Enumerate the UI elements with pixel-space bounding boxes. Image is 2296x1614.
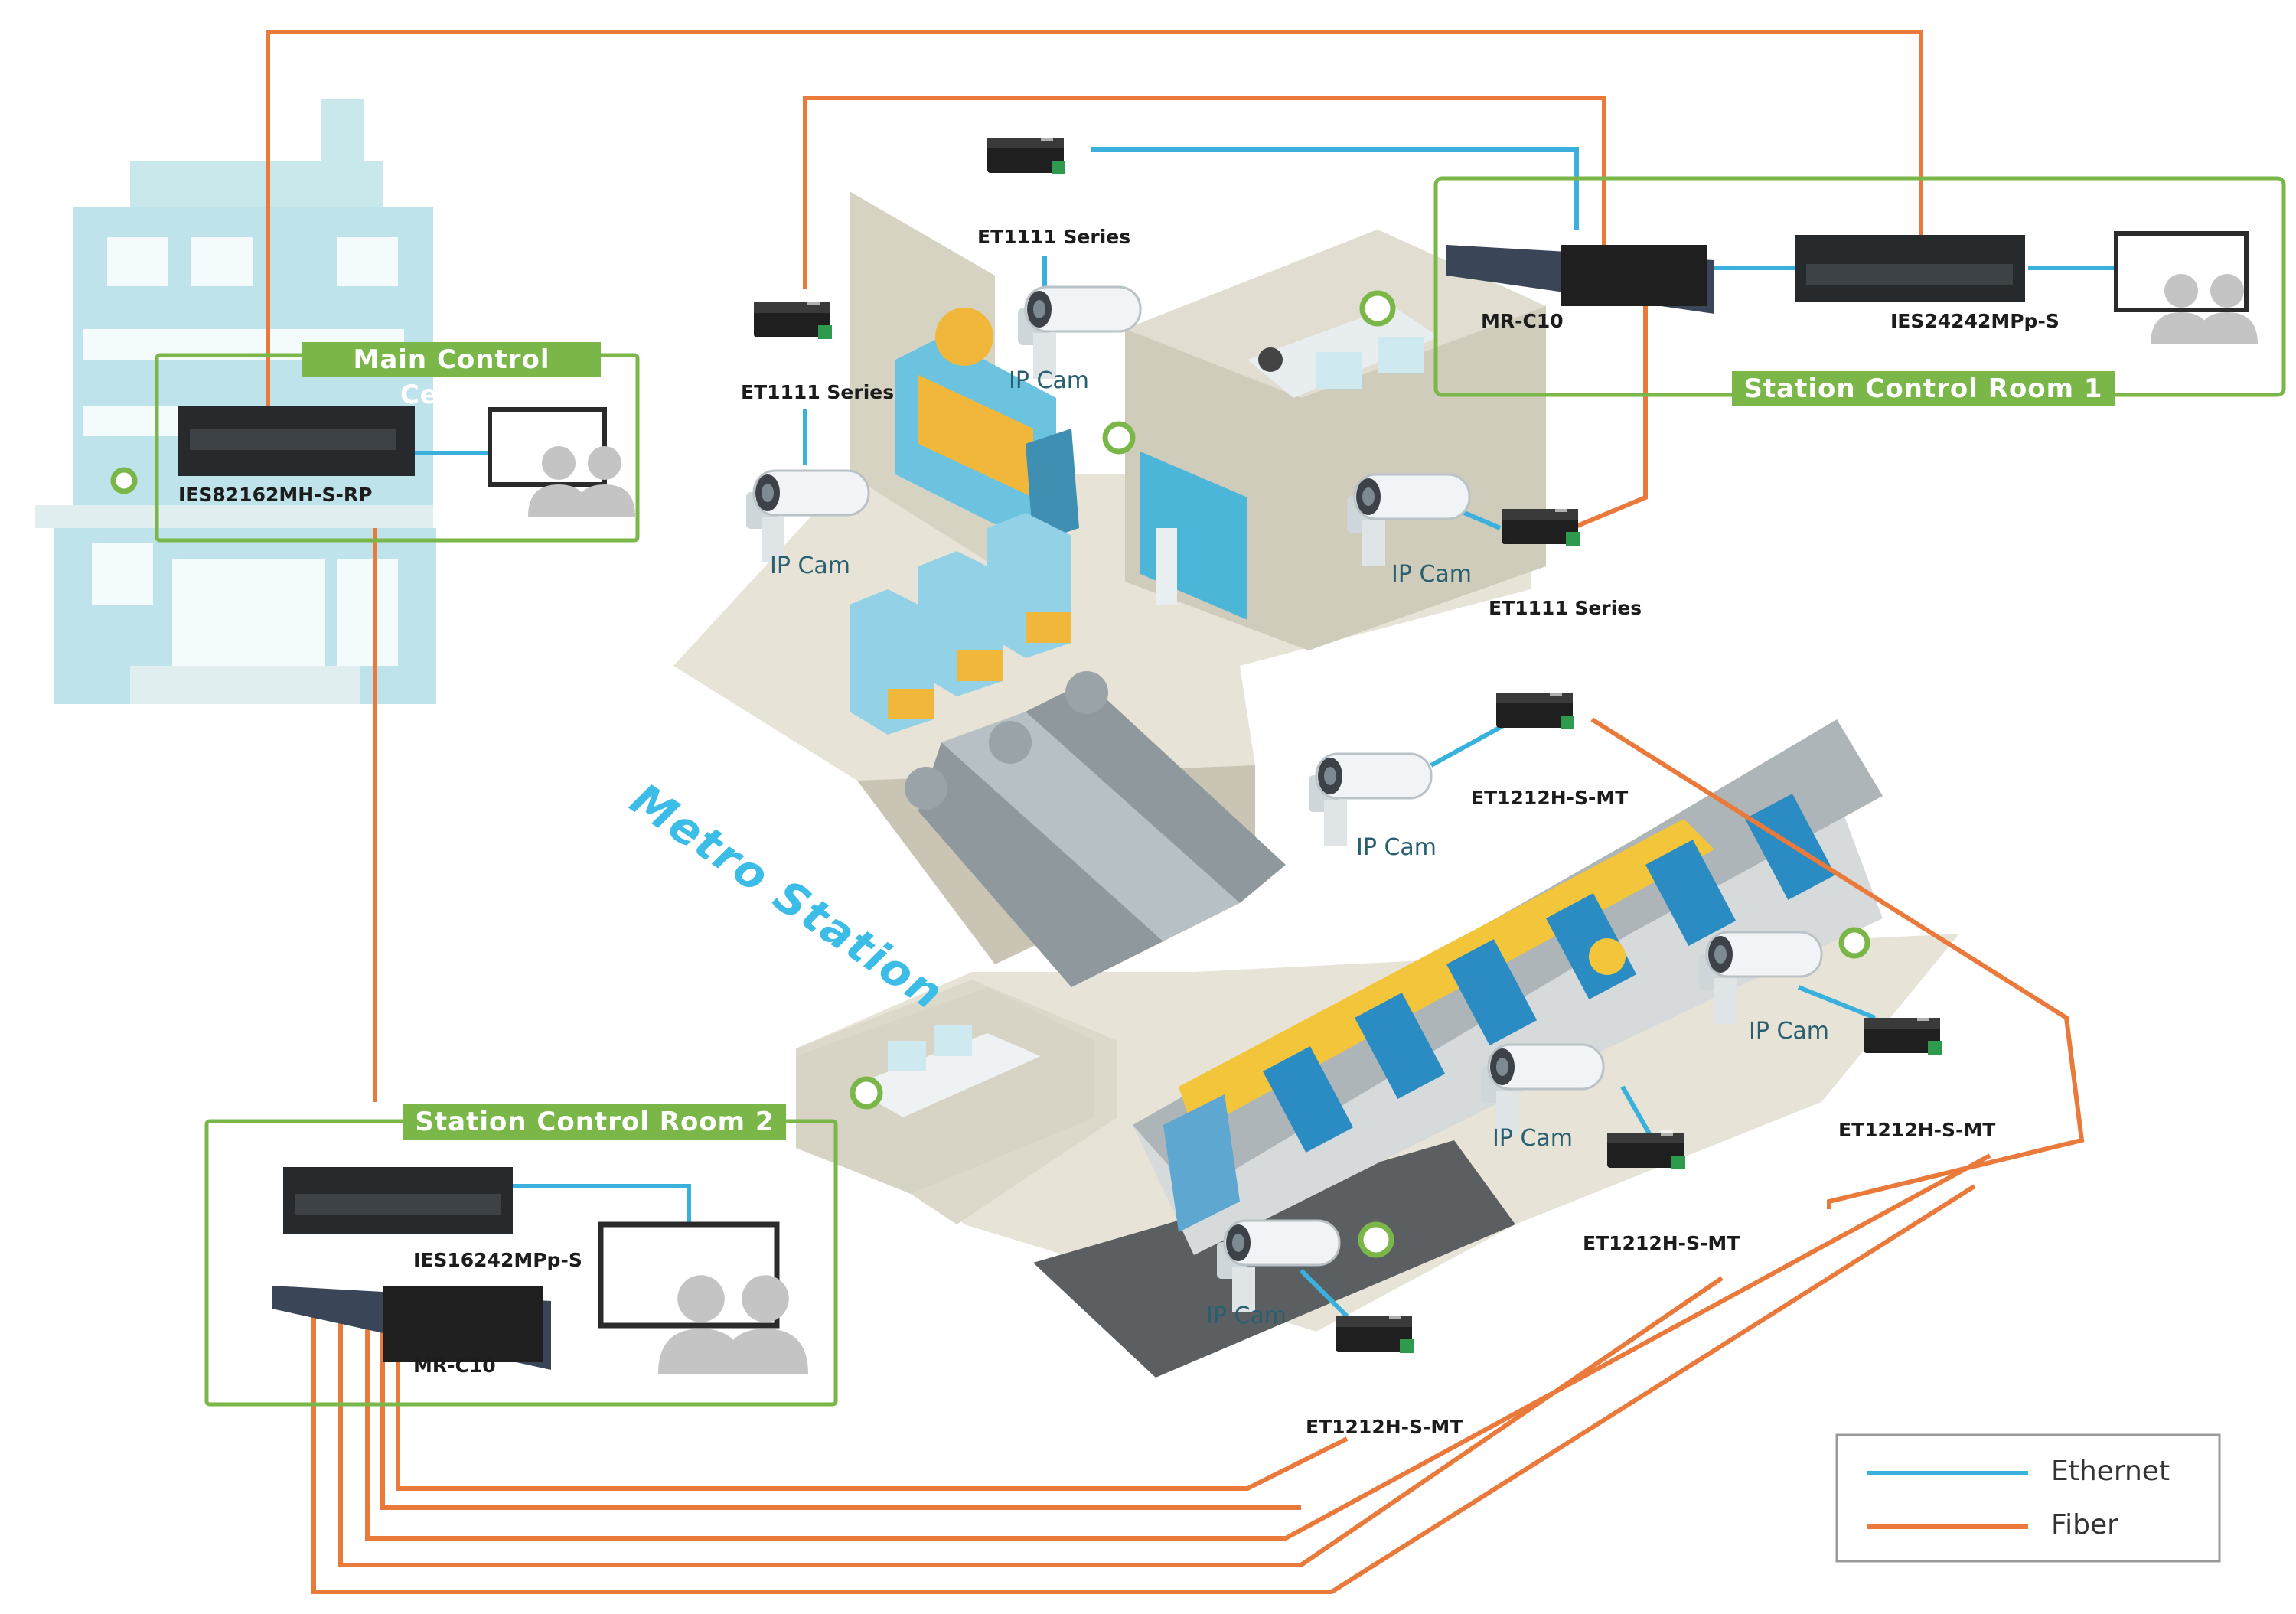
mrc10-scr1-label: MR-C10 bbox=[1481, 310, 1564, 332]
ethernet-lines bbox=[413, 147, 2120, 1319]
mrc10-scr2-label: MR-C10 bbox=[413, 1355, 496, 1377]
ies82162-label: IES82162MH-S-RP bbox=[178, 484, 373, 506]
rack-chassis-icon bbox=[272, 245, 1714, 1370]
et1111-left-label: ET1111 Series bbox=[741, 381, 895, 403]
ipcam-label-7: IP Cam bbox=[1206, 1303, 1287, 1329]
office-room-lower bbox=[796, 987, 1094, 1194]
fiber-lines bbox=[266, 30, 2085, 1594]
et1111-top-label: ET1111 Series bbox=[977, 226, 1131, 248]
scr1-title: Station Control Room 1 bbox=[1732, 371, 2115, 406]
et1212-2-label: ET1212H-S-MT bbox=[1838, 1119, 1996, 1141]
gate-icon bbox=[850, 513, 1071, 735]
et1212-1-label: ET1212H-S-MT bbox=[1471, 787, 1629, 809]
ipcam-label-1: IP Cam bbox=[1009, 367, 1090, 394]
legend-ethernet-label: Ethernet bbox=[2051, 1456, 2170, 1487]
location-markers bbox=[110, 290, 1870, 1258]
train-icon bbox=[1133, 719, 1883, 1255]
office-room-upper bbox=[1247, 306, 1439, 398]
et1212-3-label: ET1212H-S-MT bbox=[1583, 1232, 1740, 1254]
network-switch-icon bbox=[178, 235, 2025, 1234]
et1212-4-label: ET1212H-S-MT bbox=[1306, 1416, 1463, 1438]
ipcam-label-6: IP Cam bbox=[1492, 1125, 1574, 1152]
station-door bbox=[1140, 452, 1247, 620]
ipcam-label-4: IP Cam bbox=[1356, 834, 1437, 861]
legend bbox=[1835, 1433, 2221, 1563]
escalator-icon bbox=[905, 671, 1286, 987]
main-control-title: Main Control Center bbox=[302, 342, 601, 410]
ipcam-label-5: IP Cam bbox=[1749, 1018, 1830, 1045]
ies16242-label: IES16242MPp-S bbox=[413, 1249, 582, 1271]
et1111-right-label: ET1111 Series bbox=[1489, 597, 1642, 619]
ipcam-label-2: IP Cam bbox=[770, 553, 851, 579]
scr2-title: Station Control Room 2 bbox=[403, 1104, 786, 1140]
legend-fiber-label: Fiber bbox=[2051, 1509, 2118, 1541]
ipcam-label-3: IP Cam bbox=[1391, 561, 1473, 588]
ticket-machine-icon bbox=[895, 308, 1079, 543]
ies24242-label: IES24242MPp-S bbox=[1890, 310, 2060, 332]
